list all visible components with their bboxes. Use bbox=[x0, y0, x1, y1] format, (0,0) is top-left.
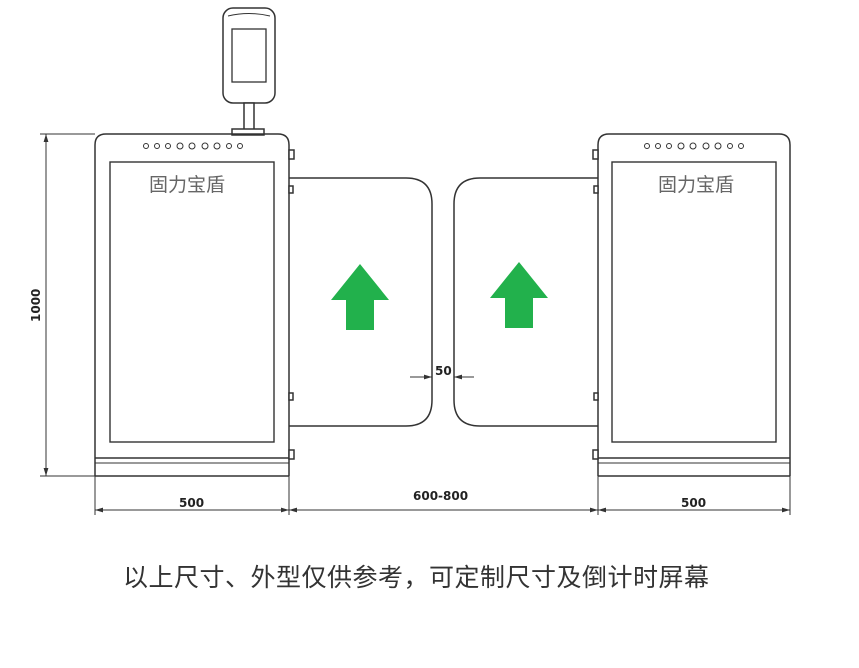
right-cabinet bbox=[592, 133, 791, 477]
width-left-label: 500 bbox=[179, 496, 204, 510]
height-label: 1000 bbox=[29, 289, 43, 322]
arrow-up-icon bbox=[331, 264, 389, 330]
right-flap bbox=[453, 177, 598, 427]
height-dimension bbox=[40, 133, 95, 477]
brand-label-left: 固力宝盾 bbox=[149, 174, 225, 196]
gap-width-label: 600-800 bbox=[413, 489, 468, 503]
indicator-lights bbox=[143, 142, 243, 150]
arrow-up-icon bbox=[490, 262, 548, 328]
face-terminal bbox=[222, 7, 276, 136]
indicator-lights-right bbox=[644, 142, 744, 150]
left-cabinet bbox=[94, 133, 295, 477]
width-right-label: 500 bbox=[681, 496, 706, 510]
brand-label-right: 固力宝盾 bbox=[658, 174, 734, 196]
width-dimensions bbox=[94, 476, 791, 515]
caption-text: 以上尺寸、外型仅供参考，可定制尺寸及倒计时屏幕 bbox=[123, 563, 710, 592]
flap-gap-label: 50 bbox=[435, 364, 452, 378]
left-flap bbox=[289, 177, 433, 427]
